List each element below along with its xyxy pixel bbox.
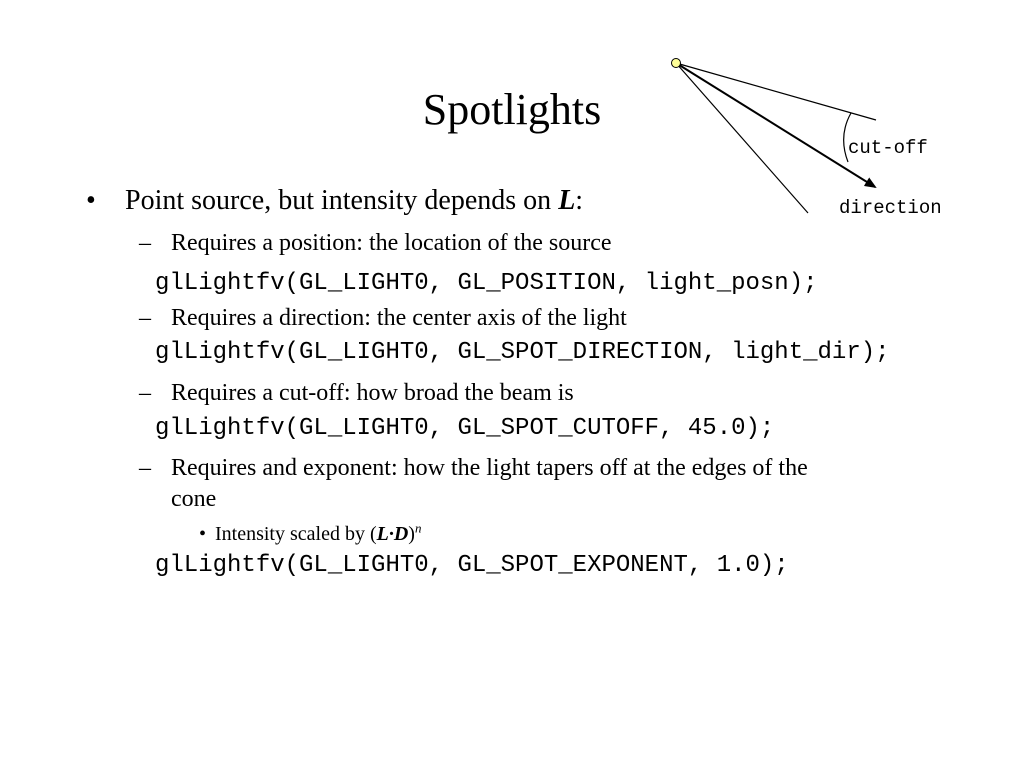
sub-bullet-cutoff: Requires a cut-off: how broad the beam i…	[171, 380, 574, 406]
cutoff-angle-arc	[843, 112, 852, 163]
intensity-prefix: Intensity scaled by (	[215, 523, 377, 545]
sub-bullet-exponent-line1: Requires and exponent: how the light tap…	[171, 455, 808, 481]
sub-bullet-position: Requires a position: the location of the…	[171, 230, 612, 256]
code-cutoff: glLightfv(GL_LIGHT0, GL_SPOT_CUTOFF, 45.…	[155, 415, 775, 442]
cutoff-label: cut-off	[848, 137, 928, 159]
spotlight-diagram: cut-off direction	[671, 58, 942, 219]
cone-lower-edge	[675, 62, 809, 214]
direction-arrow	[675, 62, 877, 189]
sub-sub-bullet-intensity: Intensity scaled by (L·D)n	[215, 521, 421, 545]
bullet-point-source-suffix: :	[575, 185, 584, 216]
bullet-point-source: Point source, but intensity depends on L…	[125, 187, 583, 215]
sub-bullet-direction: Requires a direction: the center axis of…	[171, 305, 627, 331]
dash-icon: –	[139, 455, 151, 481]
small-bullet-icon: •	[199, 523, 207, 545]
intensity-close: )	[408, 523, 415, 545]
vector-l: L	[558, 185, 576, 216]
bullet-point-source-text: Point source, but intensity depends on	[125, 185, 559, 216]
vector-d: D	[393, 523, 409, 545]
direction-label: direction	[839, 197, 942, 219]
light-source-icon	[671, 58, 681, 68]
slide-title: Spotlights	[422, 85, 602, 134]
dash-icon: –	[139, 305, 151, 331]
code-direction: glLightfv(GL_LIGHT0, GL_SPOT_DIRECTION, …	[155, 339, 890, 366]
exponent-n: n	[414, 520, 422, 536]
dash-icon: –	[139, 230, 151, 256]
bullet-icon: •	[86, 185, 96, 216]
code-exponent: glLightfv(GL_LIGHT0, GL_SPOT_EXPONENT, 1…	[155, 552, 789, 579]
dash-icon: –	[139, 380, 151, 406]
cone-upper-edge	[675, 62, 877, 121]
vector-l: L	[376, 523, 389, 545]
dot-operator: ·	[388, 523, 394, 545]
code-position: glLightfv(GL_LIGHT0, GL_POSITION, light_…	[155, 270, 818, 297]
sub-bullet-exponent-line2: cone	[171, 486, 217, 512]
